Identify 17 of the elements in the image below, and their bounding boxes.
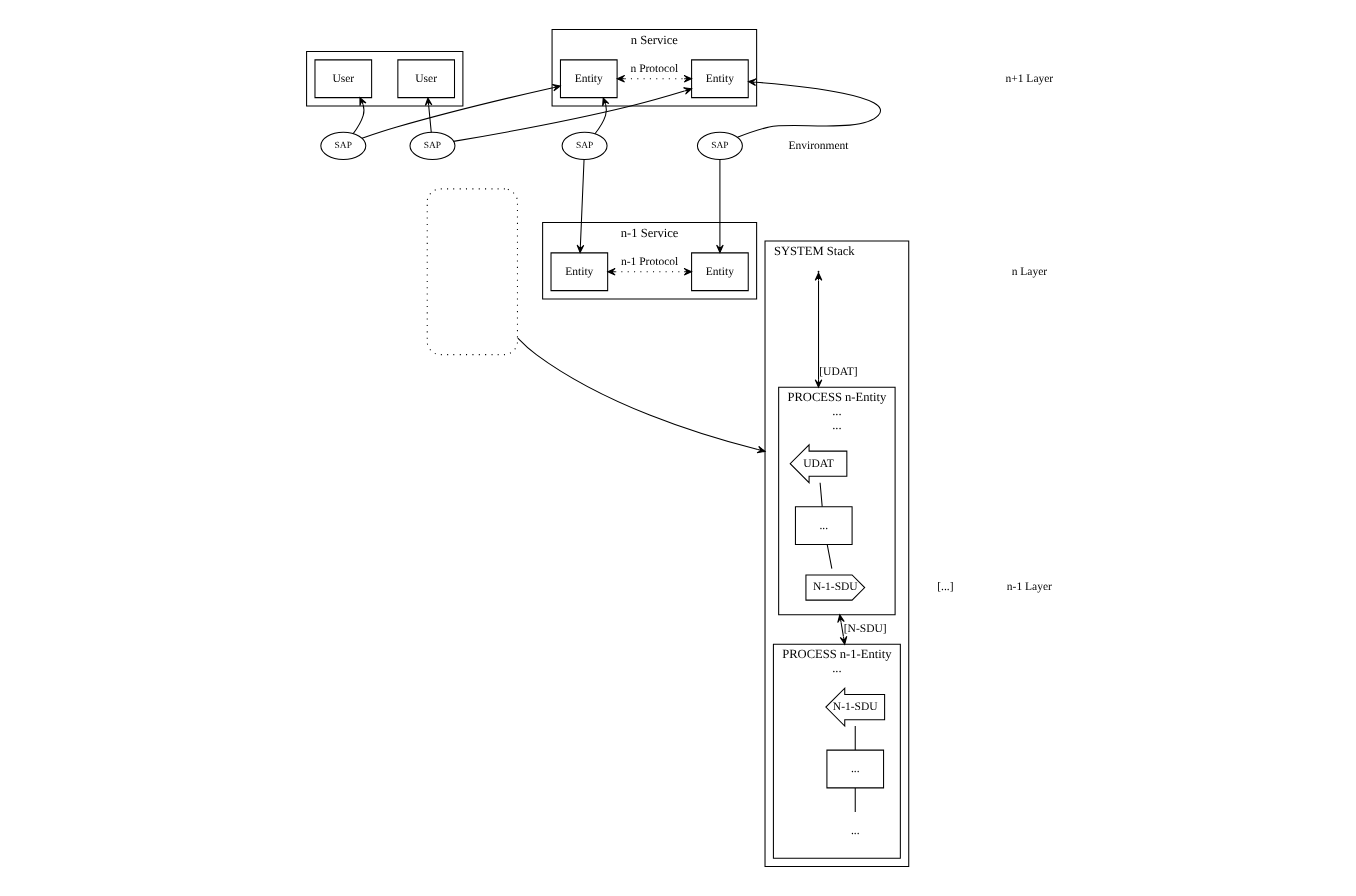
arrow <box>606 267 692 276</box>
arrow <box>593 97 609 135</box>
connector <box>853 787 855 813</box>
connector <box>853 725 855 751</box>
connector <box>818 482 822 508</box>
arrow <box>615 74 692 83</box>
arrow <box>735 78 881 138</box>
arrow <box>360 83 560 139</box>
arrow <box>836 614 847 645</box>
connector <box>825 544 832 570</box>
arrow <box>351 97 366 135</box>
arrow <box>423 97 432 133</box>
arrow <box>575 158 584 253</box>
arrow <box>715 158 723 253</box>
arrow <box>451 87 692 142</box>
arrow <box>516 337 765 454</box>
node-box <box>425 188 517 356</box>
